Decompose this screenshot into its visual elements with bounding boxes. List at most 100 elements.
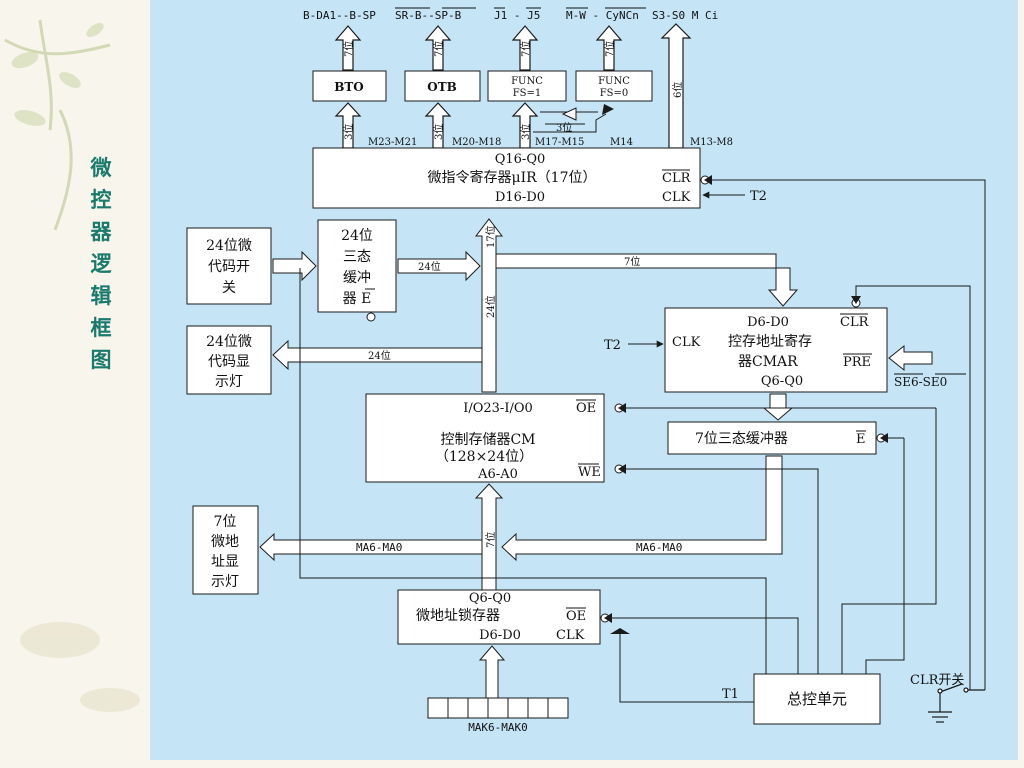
bto-label: BTO: [334, 80, 364, 94]
t2-label: T2: [604, 338, 621, 353]
uir-box: [312, 147, 701, 209]
cmar-input-label: D6-D0: [747, 315, 789, 330]
addr-lamp-label: 微地: [211, 534, 239, 550]
otb-box: [404, 70, 481, 102]
uir-clk-label: CLK: [662, 190, 691, 205]
buffer24-label: 24位: [341, 228, 373, 244]
code-lamp-label: 24位微: [206, 334, 252, 350]
se-label: SE6-SE0: [894, 375, 947, 389]
clr-switch-label: CLR开关: [910, 673, 964, 688]
buffer7-box: [667, 421, 877, 455]
title-char: 控: [90, 188, 112, 212]
field-label: M20-M18: [452, 137, 501, 148]
cmar-name: 器CMAR: [738, 354, 798, 370]
code-lamp-box: [186, 325, 272, 395]
cm-data-label: I/O23-I/O0: [463, 401, 533, 416]
field-label: M14: [610, 137, 633, 148]
buffer24-box: [317, 219, 397, 313]
master-control-box: [753, 673, 881, 725]
latch-name: 微地址锁存器: [416, 608, 500, 624]
cmar-output-label: Q6-Q0: [761, 374, 803, 389]
ma-label: MA6-MA0: [356, 541, 402, 554]
buffer7-label: 7位三态缓冲器: [695, 431, 788, 447]
width-label: 7位: [484, 532, 497, 548]
buffer-to-bus-arrow: [397, 250, 481, 282]
width-label: 7位: [519, 41, 532, 57]
otb-label: OTB: [427, 80, 457, 94]
signal-label: J1 - J5: [494, 9, 540, 22]
cm-address-label: A6-A0: [477, 467, 518, 482]
latch-box: [397, 589, 601, 645]
func-label: FUNC: [598, 76, 630, 87]
uir-input-label: D16-D0: [495, 190, 545, 205]
addr-lamp-box: [192, 505, 259, 595]
func-fs1-box: [487, 70, 567, 102]
ground-icon: [928, 706, 952, 723]
addr-lamp-label: 址显: [211, 554, 239, 570]
width-label: 17位: [484, 225, 497, 248]
clr-switch[interactable]: [937, 683, 985, 706]
cmar-pre-label: PRE: [843, 355, 871, 370]
diagram-canvas: B-DA1--B-SP SR-B--SP-B J1 - J5 M-W - CyN…: [186, 7, 986, 734]
cm-name: 控制存储器CM: [440, 432, 535, 448]
t1-label: T1: [722, 687, 739, 702]
width-label: 7位: [624, 255, 640, 268]
cmar-box: [664, 307, 888, 393]
uir-clr-label: CLR: [662, 171, 692, 186]
cmar-to-buffer-arrow: [762, 393, 794, 421]
uir-name: 微指令寄存器μIR（17位）: [428, 169, 597, 186]
width-label: 7位: [432, 41, 445, 57]
buffer24-label: 器 E: [343, 291, 372, 307]
bus-to-lamp-arrow: [272, 339, 483, 371]
signal-label: M-W - CyNCn: [566, 9, 639, 22]
control-memory-box: [365, 393, 605, 483]
title-char: 辑: [90, 284, 112, 308]
fs-label: FS=0: [600, 88, 629, 99]
mak-to-latch-arrow: [478, 645, 506, 699]
buffer24-enable-bubble: [366, 312, 376, 322]
width-label: 7位: [342, 41, 355, 57]
latch-to-cm-bus: [474, 483, 504, 591]
switch-to-buffer-arrow: [272, 250, 317, 282]
width-label: 24位: [484, 295, 497, 318]
code-switch-label: 代码开: [208, 259, 250, 275]
width-label: 24位: [368, 349, 391, 362]
addr-lamp-label: 7位: [214, 514, 237, 530]
se-input-arrow: [888, 344, 933, 372]
cmar-clk-label: CLK: [672, 335, 701, 350]
width-label: 24位: [418, 260, 441, 273]
mak-label: MAK6-MAK0: [468, 721, 528, 734]
latch-clk-label: CLK: [556, 628, 585, 643]
width-label: 3位: [342, 124, 355, 140]
code-switch-label: 24位微: [206, 238, 252, 254]
ma-to-lamp-arrow: [259, 532, 483, 562]
ma-label: MA6-MA0: [636, 541, 682, 554]
code-lamp-label: 代码显: [208, 354, 250, 370]
width-label: 3位: [556, 121, 572, 134]
slide-title: 微 控 器 逻 辑 框 图: [84, 152, 118, 376]
cmar-clr-label: CLR: [840, 315, 870, 330]
field-label: M17-M15: [535, 137, 584, 148]
code-switch-label: 关: [222, 280, 236, 296]
microcontroller-logic-diagram: B-DA1--B-SP SR-B--SP-B J1 - J5 M-W - CyN…: [150, 0, 1018, 760]
code-switch-box: [186, 227, 272, 305]
signal-label: B-DA1--B-SP: [303, 9, 376, 22]
mak-switches[interactable]: [427, 697, 569, 719]
addr-lamp-label: 示灯: [211, 574, 239, 590]
latch-input-label: D6-D0: [479, 628, 521, 643]
t2-label: T2: [750, 189, 767, 204]
title-char: 框: [90, 316, 112, 340]
bto-box: [312, 70, 387, 102]
code-lamp-label: 示灯: [215, 374, 243, 390]
uir-output-label: Q16-Q0: [495, 152, 546, 167]
buffer-to-ma-bus: [501, 455, 783, 562]
buffer24-label: 缓冲: [343, 270, 371, 286]
signal-label: SR-B--SP-B: [395, 9, 462, 22]
field-label: M13-M8: [690, 137, 733, 148]
latch-output-label: Q6-Q0: [469, 591, 511, 606]
func-fs0-box: [575, 70, 653, 102]
cm-oe-label: OE: [576, 401, 596, 416]
width-label: 3位: [519, 124, 532, 140]
title-char: 图: [90, 348, 112, 372]
